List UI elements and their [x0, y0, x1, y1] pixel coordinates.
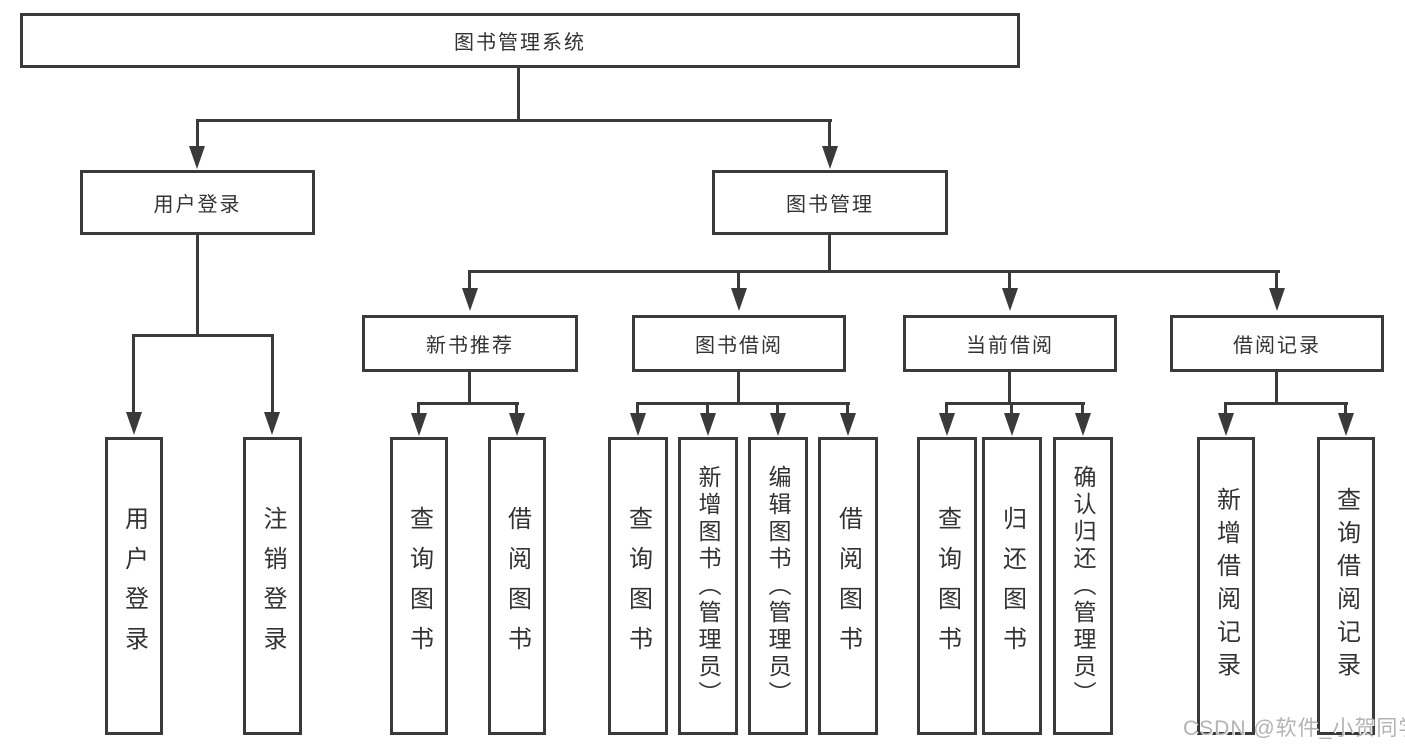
- connector-stem: [706, 402, 709, 415]
- arrow-down-icon: [1269, 288, 1285, 311]
- connector-root-trunk: [517, 68, 520, 121]
- connector-stem-user-login: [196, 119, 199, 148]
- connector-stem-book-borrow: [737, 270, 740, 290]
- connector-login-branch: [132, 334, 274, 337]
- node-borrow-records: 借阅记录: [1170, 315, 1384, 372]
- arrow-down-icon: [1075, 413, 1091, 436]
- connector-stem: [776, 402, 779, 415]
- arrow-down-icon: [700, 413, 716, 436]
- connector-records-branch: [1225, 402, 1348, 405]
- leaf-add-borrow-record: 新增借阅记录: [1197, 437, 1255, 735]
- arrow-down-icon: [630, 413, 646, 436]
- connector-stem: [1010, 402, 1013, 415]
- connector-root-branch: [196, 119, 832, 122]
- node-current-borrowing: 当前借阅: [903, 315, 1117, 372]
- leaf-user-login: 用户登录: [105, 437, 163, 735]
- arrow-down-icon: [509, 413, 525, 436]
- connector-stem-login-leaf: [132, 334, 135, 414]
- leaf-query-borrow-record: 查询借阅记录: [1317, 437, 1375, 735]
- arrow-down-icon: [264, 412, 280, 435]
- connector-newbook-branch: [418, 402, 519, 405]
- node-book-management: 图书管理: [712, 170, 948, 235]
- leaf-edit-book-admin: 编辑图书（管理员）: [748, 437, 808, 735]
- arrow-down-icon: [126, 412, 142, 435]
- arrow-down-icon: [462, 288, 478, 311]
- arrow-down-icon: [840, 413, 856, 436]
- connector-stem-book-mgmt: [828, 119, 831, 148]
- leaf-query-book-rec: 查询图书: [390, 437, 448, 735]
- connector-stem-current-borrow: [1008, 270, 1011, 290]
- connector-stem-logout-leaf: [271, 334, 274, 414]
- connector-stem: [515, 402, 518, 415]
- arrow-down-icon: [1218, 413, 1234, 436]
- leaf-return-book: 归还图书: [982, 437, 1042, 735]
- csdn-watermark: CSDN @软件_小贺同学: [1183, 717, 1405, 740]
- connector-newbook-trunk: [468, 372, 471, 405]
- connector-current-trunk: [1008, 372, 1011, 405]
- connector-stem: [1344, 402, 1347, 415]
- leaf-confirm-return-admin: 确认归还（管理员）: [1053, 437, 1113, 735]
- node-new-book-recommend: 新书推荐: [362, 315, 578, 372]
- connector-current-branch: [946, 402, 1085, 405]
- connector-login-trunk: [196, 235, 199, 337]
- connector-mgmt-branch: [469, 270, 1280, 273]
- node-book-borrowing: 图书借阅: [632, 315, 846, 372]
- connector-stem: [846, 402, 849, 415]
- arrow-down-icon: [189, 146, 205, 169]
- node-library-system: 图书管理系统: [20, 13, 1020, 68]
- connector-stem-borrow-records: [1275, 270, 1278, 290]
- connector-stem: [636, 402, 639, 415]
- arrow-down-icon: [822, 146, 838, 169]
- leaf-query-book-current: 查询图书: [917, 437, 977, 735]
- connector-records-trunk: [1275, 372, 1278, 405]
- connector-stem: [417, 402, 420, 415]
- node-user-login: 用户登录: [80, 170, 315, 235]
- arrow-down-icon: [1338, 413, 1354, 436]
- connector-stem: [1224, 402, 1227, 415]
- leaf-borrow-book: 借阅图书: [818, 437, 878, 735]
- arrow-down-icon: [1004, 413, 1020, 436]
- connector-stem-new-book: [468, 270, 471, 290]
- leaf-borrow-book-rec: 借阅图书: [488, 437, 546, 735]
- connector-stem: [945, 402, 948, 415]
- arrow-down-icon: [770, 413, 786, 436]
- connector-mgmt-trunk: [828, 235, 831, 273]
- leaf-add-book-admin: 新增图书（管理员）: [678, 437, 738, 735]
- connector-stem: [1081, 402, 1084, 415]
- leaf-logout: 注销登录: [243, 437, 302, 735]
- arrow-down-icon: [731, 288, 747, 311]
- arrow-down-icon: [1002, 288, 1018, 311]
- leaf-query-book-borrow: 查询图书: [608, 437, 668, 735]
- arrow-down-icon: [411, 413, 427, 436]
- connector-borrow-branch: [637, 402, 850, 405]
- arrow-down-icon: [939, 413, 955, 436]
- connector-borrow-trunk: [737, 372, 740, 405]
